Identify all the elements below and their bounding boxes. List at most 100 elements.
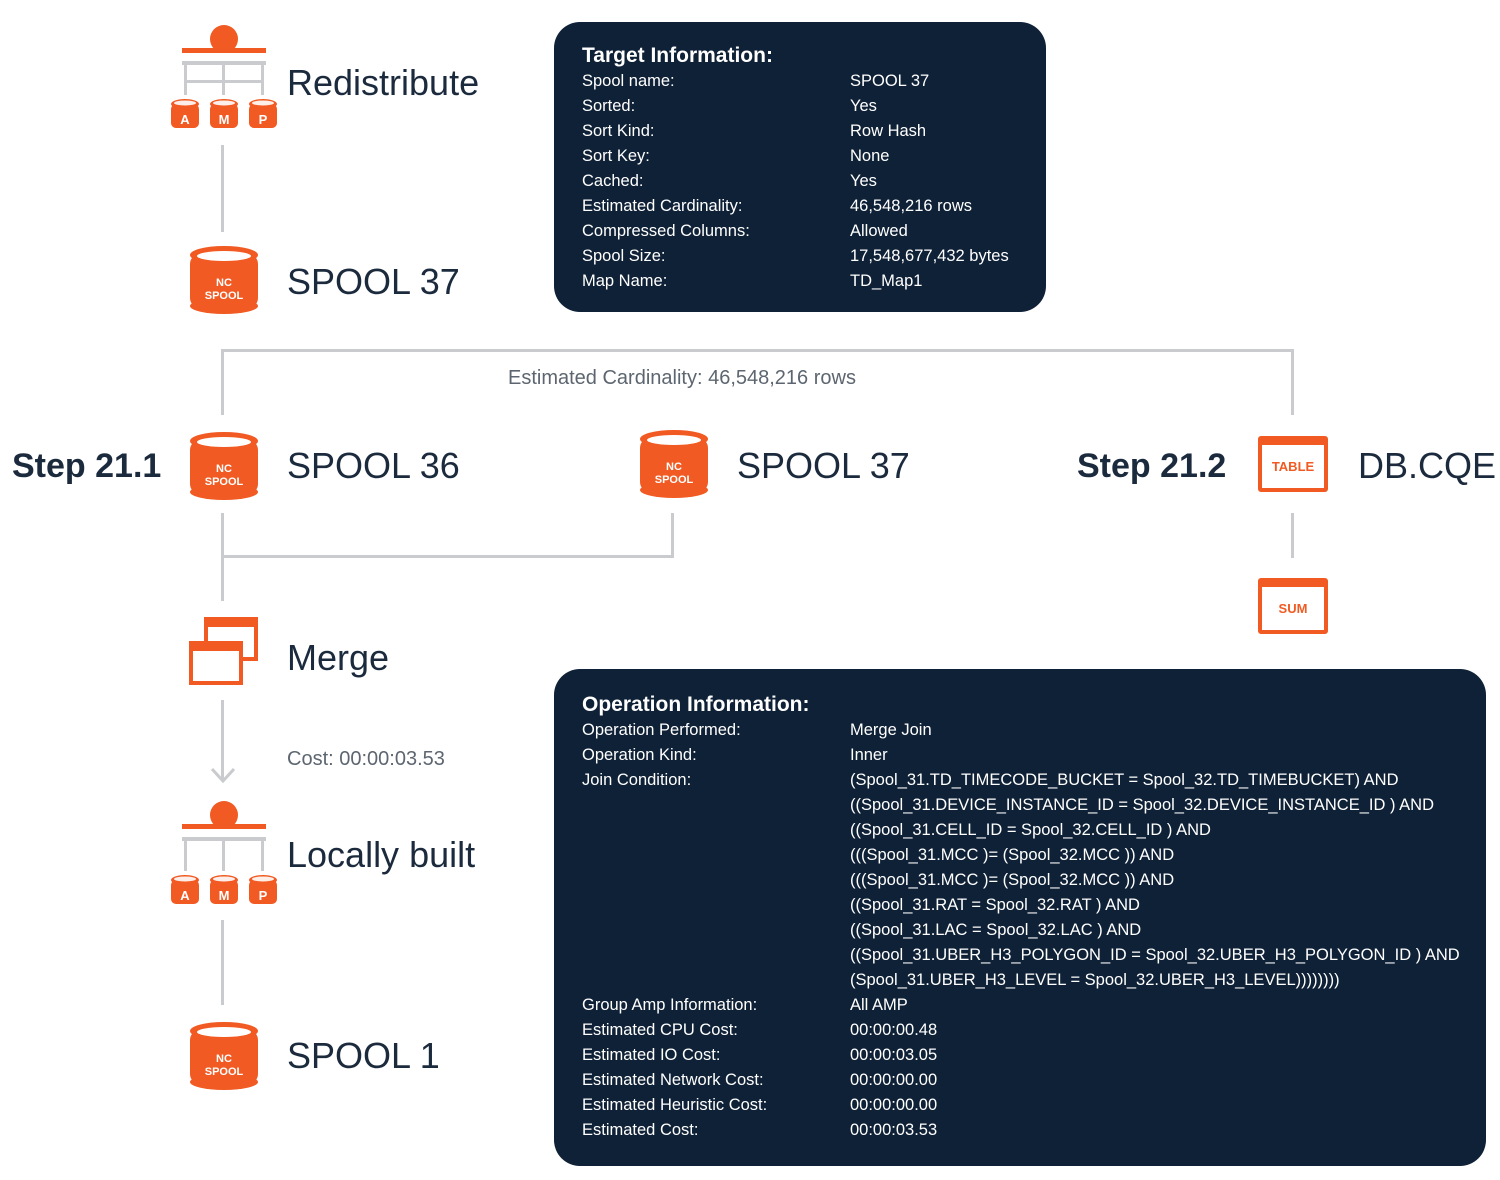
amp-letter-p: P — [259, 888, 268, 903]
connector-bracket-left — [221, 349, 224, 415]
sum-icon[interactable]: SUM — [1258, 578, 1328, 634]
connector-bracket-top — [221, 349, 1294, 352]
spool37-top-label: SPOOL 37 — [287, 261, 460, 302]
nc-spool-icon[interactable]: NC SPOOL — [638, 428, 710, 500]
info-row: Estimated CPU Cost: 00:00:00.48 — [582, 1018, 1458, 1043]
connector-redistribute-to-spool37 — [221, 145, 224, 232]
cardinality-edge-label: Estimated Cardinality: 46,548,216 rows — [508, 367, 856, 389]
amp-letter-m: M — [219, 888, 230, 903]
info-key: Operation Performed: — [582, 721, 741, 739]
join-condition-line: (Spool_31.UBER_H3_LEVEL = Spool_32.UBER_… — [850, 971, 1340, 989]
nc-text: NC — [216, 277, 232, 289]
join-condition-line: ((Spool_31.RAT = Spool_32.RAT ) AND — [850, 896, 1140, 914]
spool-text: SPOOL — [205, 290, 244, 302]
info-key: Estimated Cardinality: — [582, 197, 743, 215]
amp-letter-a: A — [180, 112, 190, 127]
info-value: 00:00:00.48 — [850, 1021, 938, 1039]
amp-letter-m: M — [219, 112, 230, 127]
nc-spool-icon[interactable]: NC SPOOL — [188, 1020, 260, 1092]
info-row: Group Amp Information: All AMP — [582, 993, 1458, 1018]
spool-text: SPOOL — [205, 476, 244, 488]
nc-text: NC — [216, 463, 232, 475]
info-key: Estimated IO Cost: — [582, 1046, 721, 1064]
spool36-label: SPOOL 36 — [287, 445, 460, 486]
info-value: 00:00:03.53 — [850, 1121, 938, 1139]
amp-letter-a: A — [180, 888, 190, 903]
spool-text: SPOOL — [655, 474, 694, 486]
info-value: Merge Join — [850, 721, 932, 739]
info-value: Yes — [850, 172, 877, 190]
info-key: Estimated Network Cost: — [582, 1071, 764, 1089]
cost-edge-label: Cost: 00:00:03.53 — [287, 748, 445, 770]
nc-spool-icon[interactable]: NC SPOOL — [188, 430, 260, 502]
join-condition-line: (Spool_31.TD_TIMECODE_BUCKET = Spool_32.… — [850, 771, 1399, 789]
info-key: Spool name: — [582, 72, 675, 90]
info-row: Cached:Yes — [582, 169, 1018, 194]
info-value: Allowed — [850, 222, 908, 240]
merge-label: Merge — [287, 637, 390, 678]
connector-join-horizontal — [221, 555, 674, 558]
connector-spool37-down — [671, 513, 674, 558]
info-row: Operation Performed: Merge Join — [582, 718, 1458, 743]
info-key: Sort Kind: — [582, 122, 655, 140]
info-key: Sorted: — [582, 97, 636, 115]
info-key: Map Name: — [582, 272, 668, 290]
info-value: 00:00:00.00 — [850, 1071, 938, 1089]
locally-built-label: Locally built — [287, 834, 476, 875]
info-row: Sort Key: None — [582, 144, 1018, 169]
info-value: 00:00:03.05 — [850, 1046, 938, 1064]
operation-info-rows-after: Group Amp Information: All AMP Estimated C… — [582, 993, 1458, 1143]
spool37-mid-label: SPOOL 37 — [737, 445, 910, 486]
info-value: None — [850, 147, 890, 165]
info-row: Sorted: Yes — [582, 94, 1018, 119]
info-row: Estimated Network Cost: 00:00:00.00 — [582, 1068, 1458, 1093]
amp-redistribute-icon: A M P — [168, 22, 280, 134]
join-condition-line: (((Spool_31.MCC )= (Spool_32.MCC )) AND — [850, 871, 1175, 889]
amp-letter-p: P — [259, 112, 268, 127]
info-value: Row Hash — [850, 122, 927, 140]
join-condition-value: (Spool_31.TD_TIMECODE_BUCKET = Spool_32.… — [850, 768, 1460, 993]
info-key: Estimated CPU Cost: — [582, 1021, 738, 1039]
connector-bracket-right — [1291, 349, 1294, 415]
nc-spool-icon[interactable]: NC SPOOL — [188, 244, 260, 316]
join-condition-line: ((Spool_31.CELL_ID = Spool_32.CELL_ID ) … — [850, 821, 1211, 839]
operation-info-panel: Operation Information: Operation Perform… — [554, 669, 1486, 1166]
info-row: Spool name: SPOOL 37 — [582, 69, 1018, 94]
info-key: Group Amp Information: — [582, 996, 758, 1014]
join-condition-line: ((Spool_31.DEVICE_INSTANCE_ID = Spool_32… — [850, 796, 1434, 814]
arrow-down-icon — [210, 763, 236, 790]
join-condition-line: ((Spool_31.UBER_H3_POLYGON_ID = Spool_32… — [850, 946, 1460, 964]
connector-local-to-spool1 — [221, 920, 224, 1005]
db-cqe-label: DB.CQE — [1358, 445, 1497, 486]
info-key: Operation Kind: — [582, 746, 697, 764]
info-row: Operation Kind:Inner — [582, 743, 1458, 768]
amp-local-icon: A M P — [168, 798, 280, 910]
info-key: Spool Size: — [582, 247, 666, 265]
step-21-2-label: Step 21.2 — [1077, 447, 1227, 485]
target-info-title: Target Information: — [582, 44, 773, 67]
info-value: SPOOL 37 — [850, 72, 930, 90]
info-key: Compressed Columns: — [582, 222, 750, 240]
info-value: Yes — [850, 97, 877, 115]
merge-windows-icon[interactable] — [188, 616, 260, 688]
info-row: Spool Size: 17,548,677,432 bytes — [582, 244, 1018, 269]
info-value: 17,548,677,432 bytes — [850, 247, 1009, 265]
info-row: Map Name:TD_Map1 — [582, 269, 1018, 294]
info-key: Sort Key: — [582, 147, 650, 165]
info-row: Estimated Heuristic Cost:00:00:00.00 — [582, 1093, 1458, 1118]
info-row: Estimated Cardinality: 46,548,216 rows — [582, 194, 1018, 219]
info-row: Sort Kind: Row Hash — [582, 119, 1018, 144]
redistribute-label: Redistribute — [287, 62, 480, 103]
info-value: 46,548,216 rows — [850, 197, 973, 215]
info-key: Estimated Heuristic Cost: — [582, 1096, 768, 1114]
spool1-label: SPOOL 1 — [287, 1035, 440, 1076]
info-row: Compressed Columns: Allowed — [582, 219, 1018, 244]
info-key: Estimated Cost: — [582, 1121, 699, 1139]
connector-merge-to-local — [221, 700, 224, 780]
info-value: All AMP — [850, 996, 908, 1014]
connector-table-to-sum — [1291, 513, 1294, 558]
join-condition-key: Join Condition: — [582, 771, 692, 789]
table-icon[interactable]: TABLE — [1258, 436, 1328, 492]
